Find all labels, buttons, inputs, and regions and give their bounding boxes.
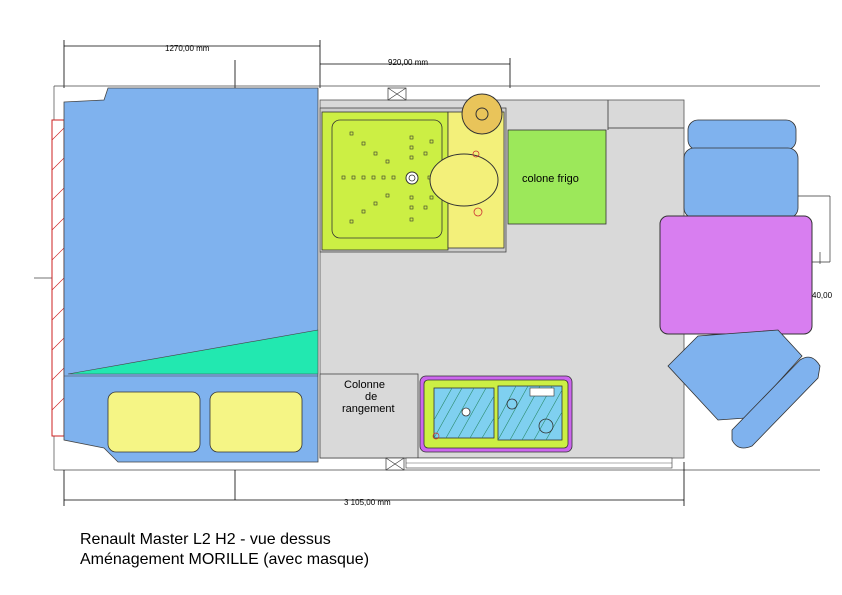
plan-title-line2: Aménagement MORILLE (avec masque) bbox=[80, 551, 369, 568]
sink-drain-icon bbox=[461, 407, 471, 417]
cab-seat-right bbox=[209, 391, 303, 453]
bench-seat bbox=[683, 147, 799, 219]
dimension-side-text: 40,00 bbox=[812, 291, 833, 300]
swivel-seat bbox=[667, 329, 803, 421]
swivel-seat-back bbox=[731, 356, 821, 449]
dimension-total-length-text: 3 105,00 mm bbox=[344, 498, 391, 507]
bathroom bbox=[319, 87, 507, 253]
fridge-label: colone frigo bbox=[522, 173, 579, 185]
water-tank bbox=[461, 93, 503, 135]
storage-column: Colonne de rangement bbox=[319, 373, 419, 459]
dinette-table bbox=[659, 215, 813, 335]
dimension-cab-length-text: 1270,00 mm bbox=[165, 44, 210, 53]
dinette bbox=[659, 119, 831, 449]
toilet-bowl bbox=[429, 153, 499, 207]
front-bumper bbox=[51, 119, 65, 437]
storage-label-line1: Colonne bbox=[344, 379, 385, 391]
burner-large-icon bbox=[538, 418, 554, 434]
storage-label-line2: de bbox=[365, 391, 377, 403]
bench-backrest bbox=[687, 119, 797, 151]
dimension-cab-length: 1270,00 mm bbox=[63, 40, 321, 88]
cab-seat-left bbox=[107, 391, 201, 453]
burner-small-icon bbox=[506, 398, 518, 410]
storage-label-line3: rangement bbox=[342, 403, 395, 415]
dimension-total-length: 3 105,00 mm bbox=[63, 462, 685, 507]
dimension-bath-width-text: 920,00 mm bbox=[388, 58, 428, 67]
fridge-column bbox=[507, 129, 607, 225]
shower-drain-icon bbox=[405, 171, 419, 185]
plan-title-line1: Renault Master L2 H2 - vue dessus bbox=[80, 531, 331, 548]
cab-mask bbox=[67, 329, 319, 375]
dimension-bath-width: 920,00 mm bbox=[320, 58, 511, 88]
kitchen-counter bbox=[419, 375, 573, 453]
shower-tray bbox=[321, 111, 449, 251]
